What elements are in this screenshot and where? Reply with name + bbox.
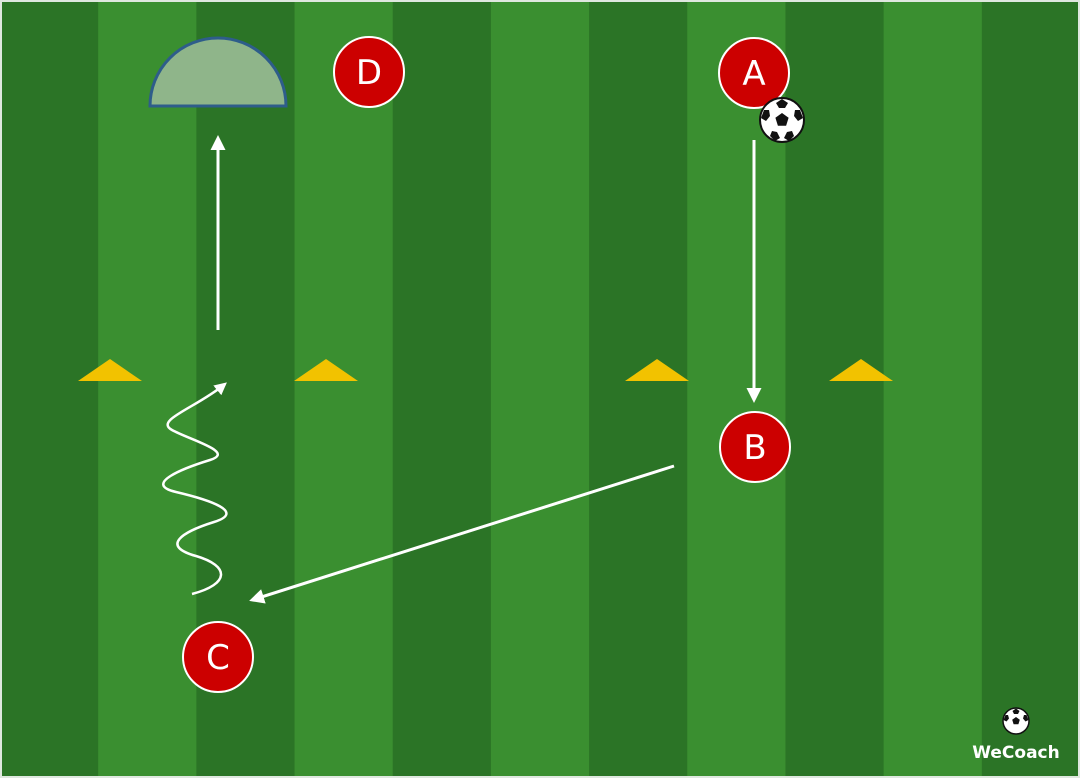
- cone-icon: [294, 359, 358, 381]
- wecoach-brand-text: WeCoach: [972, 743, 1059, 763]
- pitch-stripe: [392, 0, 492, 778]
- player-d-label: D: [356, 53, 382, 93]
- player-d: D: [333, 36, 405, 108]
- wecoach-logo-icon: [1002, 707, 1030, 735]
- pitch-stripe: [981, 0, 1080, 778]
- pitch-stripe: [294, 0, 394, 778]
- pitch-stripe: [883, 0, 983, 778]
- soccer-ball-icon: [759, 97, 805, 143]
- player-b: B: [719, 411, 791, 483]
- player-a-label: A: [742, 54, 765, 94]
- pitch-stripe: [98, 0, 197, 778]
- cone-icon: [625, 359, 689, 381]
- player-b-label: B: [743, 428, 766, 468]
- cone-icon: [78, 359, 142, 381]
- dribble-squiggle: [162, 382, 228, 596]
- pitch-stripe: [490, 0, 590, 778]
- player-c-label: C: [206, 638, 230, 678]
- player-a: A: [718, 37, 790, 109]
- pitch-stripe: [589, 0, 688, 778]
- pass-arrow-b-to-c: [249, 464, 675, 604]
- player-c: C: [182, 621, 254, 693]
- pitch-stripe: [0, 0, 99, 778]
- goal-icon: [148, 36, 288, 108]
- cone-icon: [829, 359, 893, 381]
